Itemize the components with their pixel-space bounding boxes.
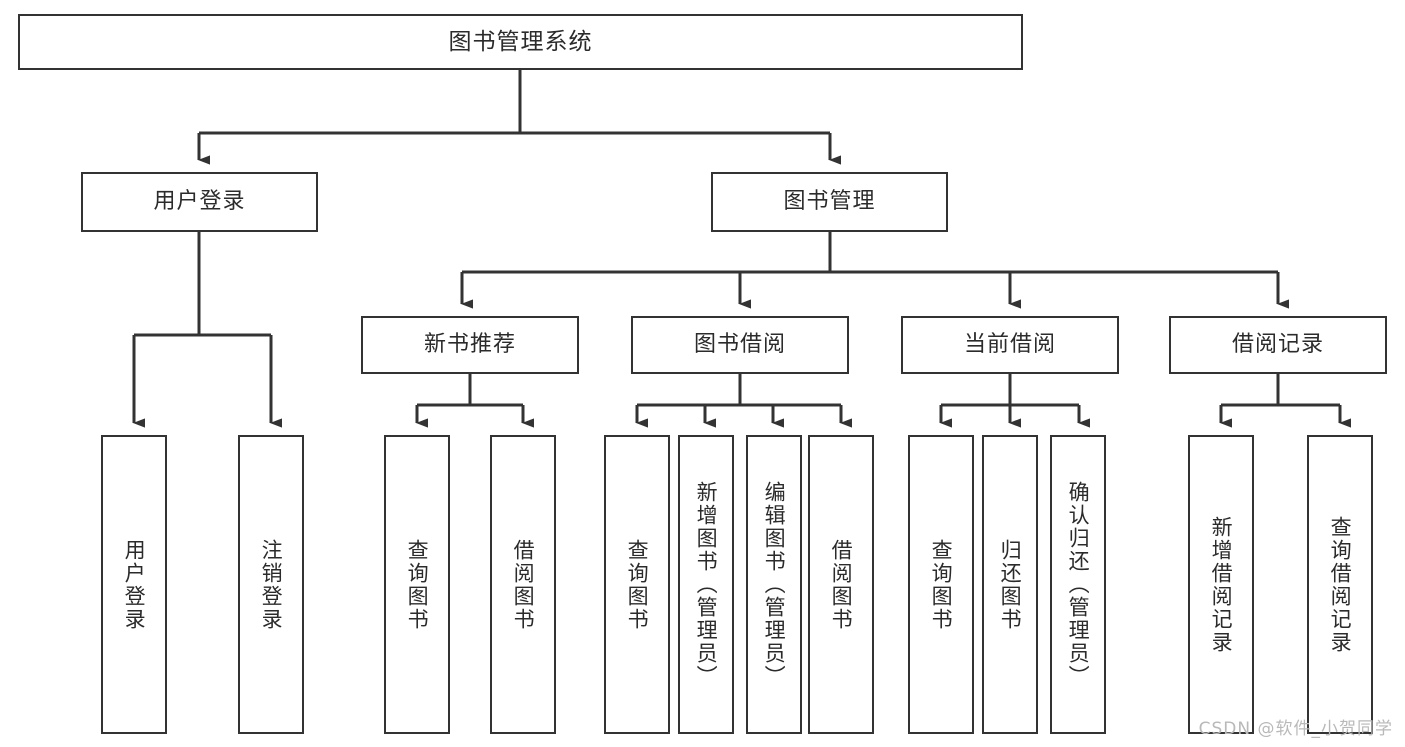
node-new-book-recommend[interactable]: 新书推荐 <box>361 316 579 374</box>
node-label: 借阅记录 <box>1231 332 1324 358</box>
node-label: 新书推荐 <box>423 332 516 358</box>
leaf-add-book-admin[interactable]: 新增图书（管理员） <box>678 435 734 734</box>
node-label: 编辑图书（管理员） <box>762 481 787 688</box>
node-label: 查询图书 <box>625 538 650 631</box>
leaf-add-borrow-record[interactable]: 新增借阅记录 <box>1188 435 1254 734</box>
node-label: 用户登录 <box>122 538 147 631</box>
leaf-user-login[interactable]: 用户登录 <box>101 435 167 734</box>
node-label: 查询图书 <box>929 538 954 631</box>
csdn-watermark: CSDN @软件_小贺同学 <box>1198 719 1393 739</box>
node-label: 归还图书 <box>998 538 1023 631</box>
node-label: 查询借阅记录 <box>1328 515 1353 654</box>
leaf-edit-book-admin[interactable]: 编辑图书（管理员） <box>746 435 802 734</box>
node-label: 注销登录 <box>259 538 284 631</box>
node-label: 借阅图书 <box>829 538 854 631</box>
node-label: 查询图书 <box>405 538 430 631</box>
node-label: 图书管理 <box>783 189 876 215</box>
node-label: 新增借阅记录 <box>1209 515 1234 654</box>
leaf-borrow-book-recommend[interactable]: 借阅图书 <box>490 435 556 734</box>
leaf-confirm-return-admin[interactable]: 确认归还（管理员） <box>1050 435 1106 734</box>
node-borrow-record[interactable]: 借阅记录 <box>1169 316 1387 374</box>
node-label: 新增图书（管理员） <box>694 481 719 688</box>
leaf-borrow-book[interactable]: 借阅图书 <box>808 435 874 734</box>
node-label: 图书借阅 <box>693 332 786 358</box>
node-label: 借阅图书 <box>511 538 536 631</box>
leaf-logout[interactable]: 注销登录 <box>238 435 304 734</box>
node-current-borrow[interactable]: 当前借阅 <box>901 316 1119 374</box>
node-book-management[interactable]: 图书管理 <box>711 172 948 232</box>
node-label: 用户登录 <box>153 189 246 215</box>
node-book-borrow[interactable]: 图书借阅 <box>631 316 849 374</box>
leaf-query-book-current[interactable]: 查询图书 <box>908 435 974 734</box>
node-label: 当前借阅 <box>963 332 1056 358</box>
node-user-login[interactable]: 用户登录 <box>81 172 318 232</box>
node-label: 图书管理系统 <box>448 28 593 55</box>
leaf-return-book[interactable]: 归还图书 <box>982 435 1038 734</box>
node-root-system[interactable]: 图书管理系统 <box>18 14 1023 70</box>
leaf-query-book-borrow[interactable]: 查询图书 <box>604 435 670 734</box>
leaf-query-book-recommend[interactable]: 查询图书 <box>384 435 450 734</box>
leaf-query-borrow-record[interactable]: 查询借阅记录 <box>1307 435 1373 734</box>
node-label: 确认归还（管理员） <box>1066 481 1091 688</box>
